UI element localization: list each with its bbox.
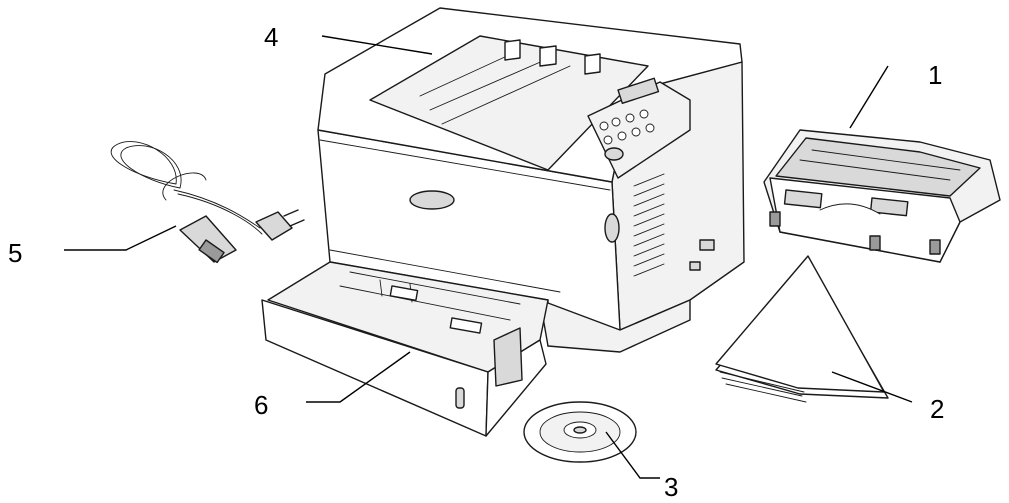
callout-label-1: 1 [928,60,942,90]
callout-label-5: 5 [8,238,22,268]
leader-line-1 [849,65,889,129]
paper-tray-illustration [261,261,549,437]
power-cord-illustration [110,141,305,264]
callout-label-4: 4 [264,22,278,52]
leader-line-5 [64,225,177,251]
drum-unit-illustration [763,129,1001,263]
control-panel [587,77,691,179]
callout-label-6: 6 [254,390,268,420]
cd-rom-illustration [523,401,637,463]
leader-line-3 [605,431,660,479]
callout-label-3: 3 [664,472,678,502]
side-vent [633,173,665,277]
leader-line-6 [306,351,411,403]
callout-label-2: 2 [930,394,944,424]
callout-leaders [64,35,913,479]
leader-line-4 [321,35,433,55]
documentation-booklet-illustration [715,255,889,403]
leader-line-2 [831,371,913,403]
callout-numbers: 1 2 3 4 5 6 [8,22,944,502]
printer-illustration [317,7,745,353]
